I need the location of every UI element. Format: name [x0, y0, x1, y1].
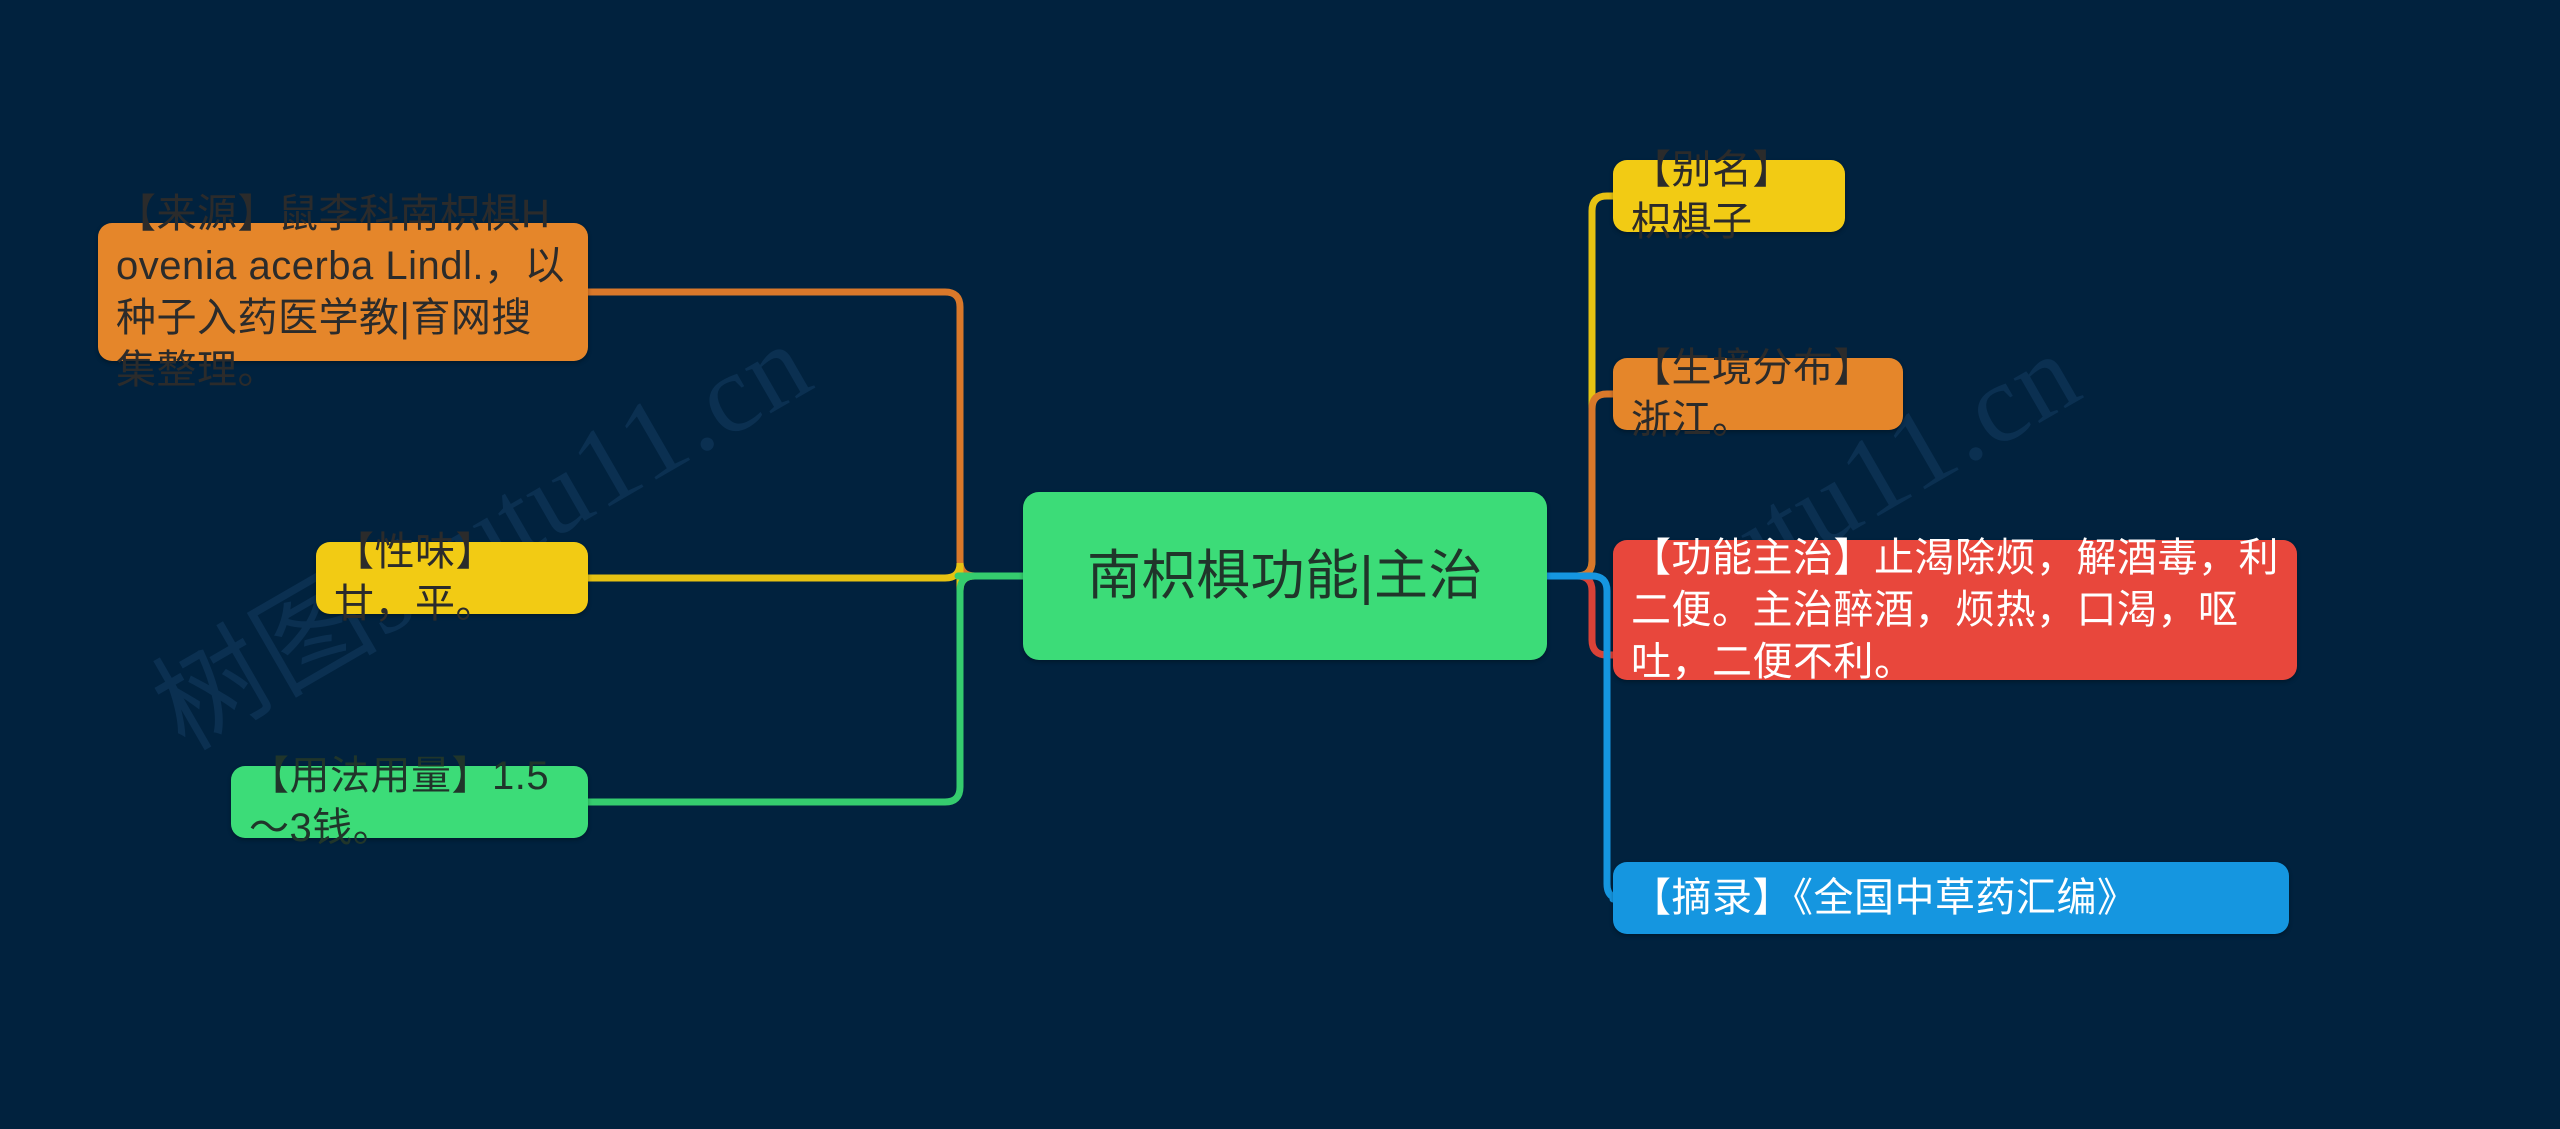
node-habitat-label: 【生境分布】浙江。 — [1631, 346, 1874, 442]
node-indication[interactable]: 【功能主治】止渴除烦，解酒毒，利二便。主治醉酒，烦热，口渴，呕吐，二便不利。 — [1613, 536, 2297, 684]
root-node[interactable]: 南枳椇功能|主治 — [1023, 492, 1547, 660]
node-alias-label: 【别名】枳椇子 — [1631, 148, 1793, 244]
connector-excerpt — [1543, 572, 1623, 903]
node-excerpt[interactable]: 【摘录】《全国中草药汇编》 — [1613, 862, 2289, 934]
node-dosage[interactable]: 【用法用量】1.5～3钱。 — [231, 754, 588, 850]
node-excerpt-label: 【摘录】《全国中草药汇编》 — [1631, 876, 2138, 920]
connector-habitat — [1556, 390, 1617, 580]
node-habitat[interactable]: 【生境分布】浙江。 — [1613, 346, 1903, 442]
node-source[interactable]: 【来源】鼠李科南枳椇Hovenia acerba Lindl.，以种子入药医学教… — [98, 192, 588, 392]
connector-dosage — [584, 572, 1014, 806]
connector-source — [584, 288, 1014, 580]
node-source-label: 【来源】鼠李科南枳椇Hovenia acerba Lindl.，以种子入药医学教… — [116, 192, 566, 392]
connector-flavor — [584, 562, 1014, 592]
root-node-label: 南枳椇功能|主治 — [1086, 545, 1484, 606]
connector-indication — [1556, 572, 1617, 659]
node-alias[interactable]: 【别名】枳椇子 — [1613, 148, 1845, 244]
connector-alias — [1556, 192, 1617, 580]
node-flavor-label: 【性味】甘，平。 — [334, 530, 496, 626]
node-flavor[interactable]: 【性味】甘，平。 — [316, 530, 588, 626]
node-indication-label: 【功能主治】止渴除烦，解酒毒，利二便。主治醉酒，烦热，口渴，呕吐，二便不利。 — [1631, 536, 2279, 684]
node-dosage-label: 【用法用量】1.5～3钱。 — [249, 754, 550, 850]
